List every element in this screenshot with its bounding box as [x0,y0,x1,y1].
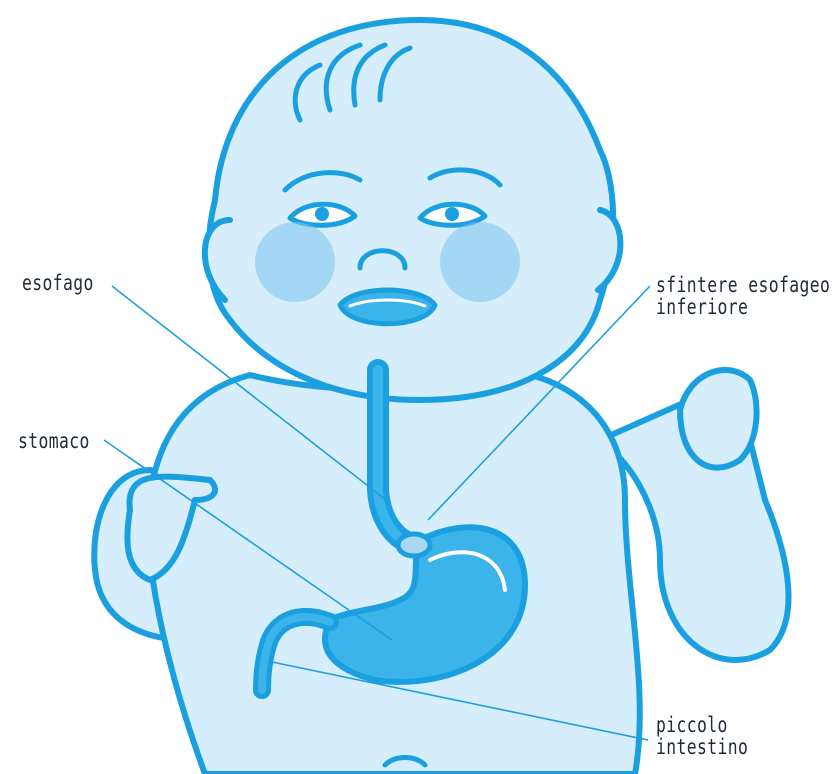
right-cheek [440,222,520,302]
label-piccolo-line1: piccolo [656,714,728,736]
head [209,20,613,400]
label-piccolo-line2: intestino [656,736,748,758]
label-stomaco: stomaco [18,430,90,452]
label-sfintere-line1: sfintere esofageo [656,274,830,296]
right-pupil [445,207,459,221]
left-pupil [315,207,329,221]
label-sfintere-line2: inferiore [656,296,748,318]
label-esofago: esofago [22,272,94,294]
left-cheek [255,222,335,302]
torso [148,370,639,774]
right-ear [598,210,620,290]
mouth [340,290,435,324]
right-hand [680,370,757,468]
sphincter [398,534,430,556]
